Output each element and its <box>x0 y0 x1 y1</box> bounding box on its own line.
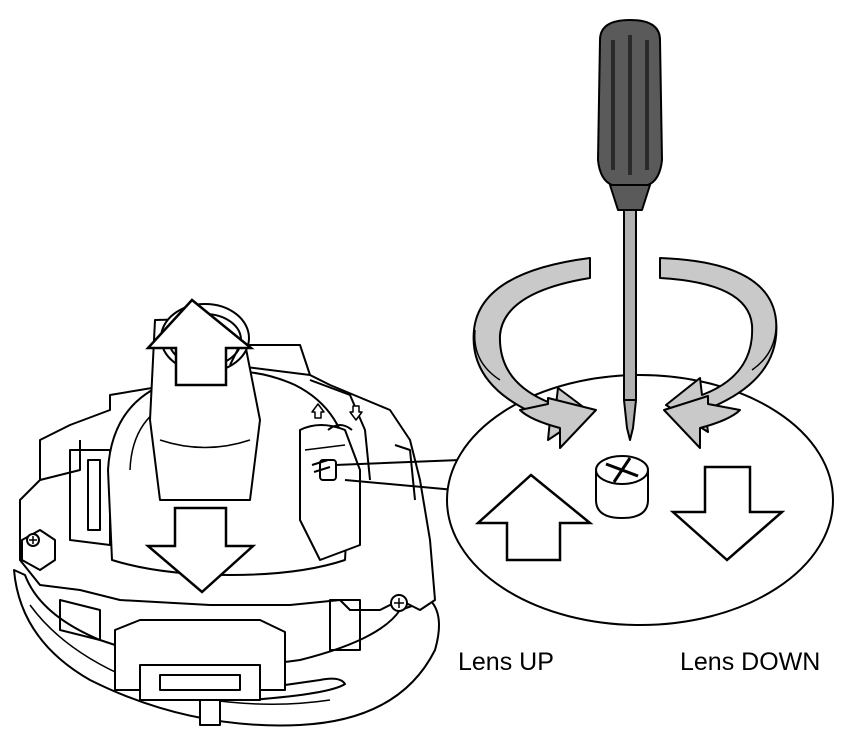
callout-lines <box>334 459 461 491</box>
rotation-arrowheads <box>519 395 741 449</box>
lens-adjust-screw-icon <box>595 455 649 520</box>
lens-up-arrow-icon <box>474 473 594 562</box>
screwdriver-icon <box>597 19 663 441</box>
arrow-up-icon <box>145 298 255 387</box>
dome-camera <box>13 303 440 727</box>
lens-down-arrow-icon <box>669 465 786 562</box>
lens-down-label: Lens DOWN <box>680 648 821 676</box>
arrow-down-icon <box>144 506 257 594</box>
lens-up-label: Lens UP <box>458 648 554 676</box>
rotation-arrows <box>472 257 778 441</box>
